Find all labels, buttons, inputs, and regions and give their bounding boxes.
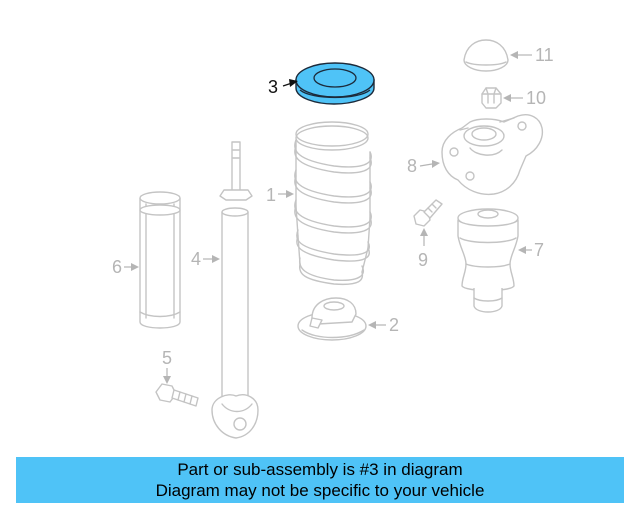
callout-number-10: 10	[526, 88, 546, 108]
part-1-coil-spring[interactable]	[294, 121, 372, 286]
callout-5: 5	[162, 348, 172, 384]
banner-line-disclaimer: Diagram may not be specific to your vehi…	[155, 481, 485, 500]
callout-number-8: 8	[407, 156, 417, 176]
callout-2: 2	[368, 315, 399, 335]
callout-6: 6	[112, 257, 139, 277]
part-5-lower-bolt[interactable]	[155, 383, 199, 407]
callout-11: 11	[510, 45, 554, 65]
callout-number-9: 9	[418, 250, 428, 270]
callout-number-7: 7	[534, 240, 544, 260]
callout-3: 3	[268, 77, 298, 97]
callout-number-1: 1	[266, 185, 276, 205]
part-9-bolt[interactable]	[413, 199, 443, 227]
callout-number-6: 6	[112, 257, 122, 277]
callout-number-3: 3	[268, 77, 278, 97]
callout-1: 1	[266, 185, 294, 205]
callout-number-4: 4	[191, 249, 201, 269]
part-4-shock-absorber[interactable]	[211, 141, 259, 439]
part-3-upper-spring-seat[interactable]	[295, 62, 375, 105]
part-7-bump-stop[interactable]	[457, 208, 519, 313]
banner-line-part: Part or sub-assembly is #3 in diagram	[177, 460, 463, 479]
callout-number-11: 11	[535, 45, 554, 65]
part-6-dust-boot[interactable]	[139, 191, 181, 329]
callout-number-5: 5	[162, 348, 172, 368]
part-2-lower-spring-seat[interactable]	[297, 297, 367, 341]
part-8-upper-mount[interactable]	[441, 114, 544, 196]
callout-7: 7	[518, 240, 544, 260]
info-banner: Part or sub-assembly is #3 in diagram Di…	[16, 457, 624, 503]
parts-diagram: 3 11 10 8 9 7 1 4	[112, 39, 554, 439]
part-11-cap[interactable]	[463, 39, 509, 72]
callout-4: 4	[191, 249, 220, 269]
part-10-nut[interactable]	[481, 87, 502, 109]
callout-9: 9	[418, 228, 428, 270]
callout-number-2: 2	[389, 315, 399, 335]
callout-8: 8	[407, 156, 440, 176]
callout-10: 10	[503, 88, 546, 108]
